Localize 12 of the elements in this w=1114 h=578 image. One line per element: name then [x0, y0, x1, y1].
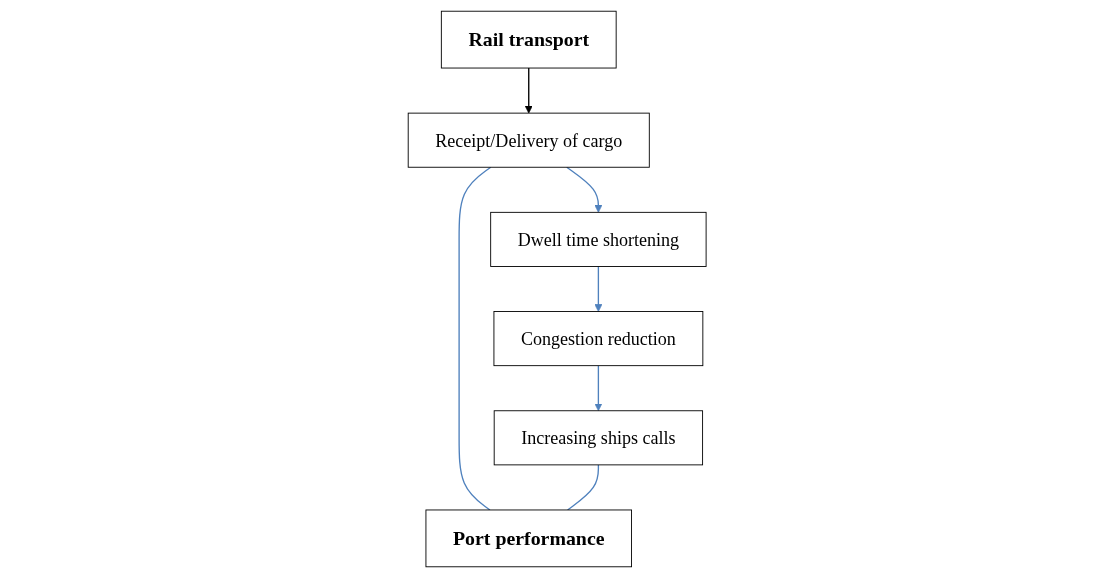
node-box: Increasing ships calls	[493, 410, 703, 466]
arrow	[565, 166, 603, 213]
arrow	[594, 265, 603, 312]
node-box: Rail transport	[440, 10, 617, 69]
node-box: Congestion reduction	[493, 311, 704, 367]
arrow	[594, 365, 603, 412]
connector	[566, 464, 599, 511]
node-box: Receipt/Delivery of cargo	[407, 112, 650, 168]
arrow	[524, 67, 533, 114]
connector	[458, 166, 492, 511]
node-box: Port performance	[425, 509, 632, 568]
node-box: Dwell time shortening	[490, 211, 707, 267]
